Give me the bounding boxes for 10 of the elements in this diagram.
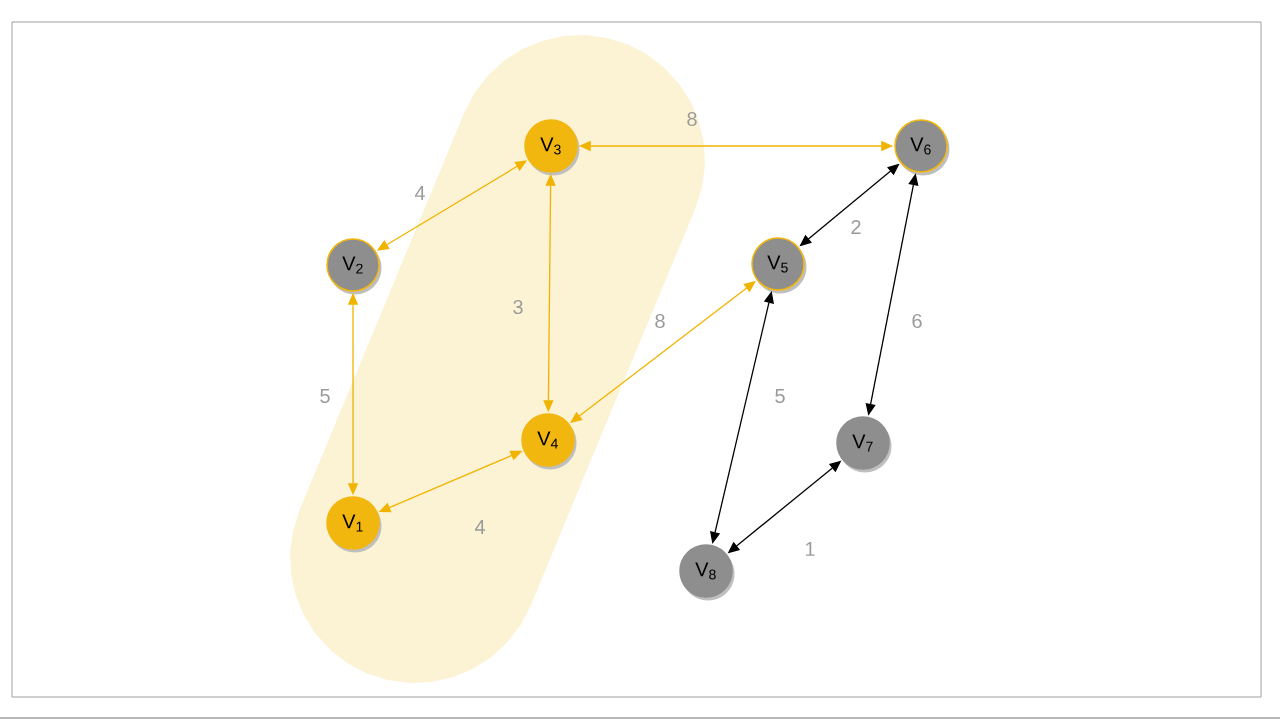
edge-label: 3 xyxy=(513,299,523,315)
edge-label: 8 xyxy=(687,111,697,127)
edge-label: 4 xyxy=(414,186,425,200)
edge-label: 8 xyxy=(655,313,665,329)
edge-label: 1 xyxy=(805,542,815,556)
edge-label: 4 xyxy=(474,520,485,534)
edge-label: 5 xyxy=(775,389,785,403)
edge-label: 2 xyxy=(851,220,861,234)
edge-label: 5 xyxy=(320,389,330,403)
edge-label: 6 xyxy=(912,313,922,329)
